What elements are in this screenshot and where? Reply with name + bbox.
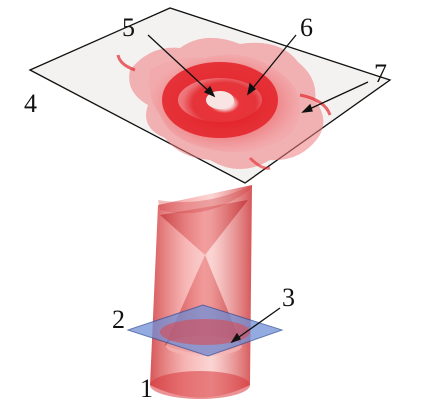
label-7: 7 (374, 59, 387, 88)
label-1: 1 (140, 374, 153, 399)
label-2: 2 (112, 305, 125, 334)
interference-pattern (116, 37, 332, 170)
axicon-plate (126, 304, 284, 357)
label-5: 5 (122, 13, 135, 42)
arrow-6 (247, 34, 297, 95)
label-4: 4 (24, 89, 37, 118)
callout-arrows (147, 34, 369, 344)
pattern-ring (162, 62, 278, 138)
beam-upper (158, 185, 252, 214)
label-6: 6 (300, 13, 313, 42)
arrow-7 (302, 81, 369, 113)
arrow-3 (231, 307, 281, 343)
arrow-5 (147, 34, 215, 97)
label-3: 3 (282, 283, 295, 312)
